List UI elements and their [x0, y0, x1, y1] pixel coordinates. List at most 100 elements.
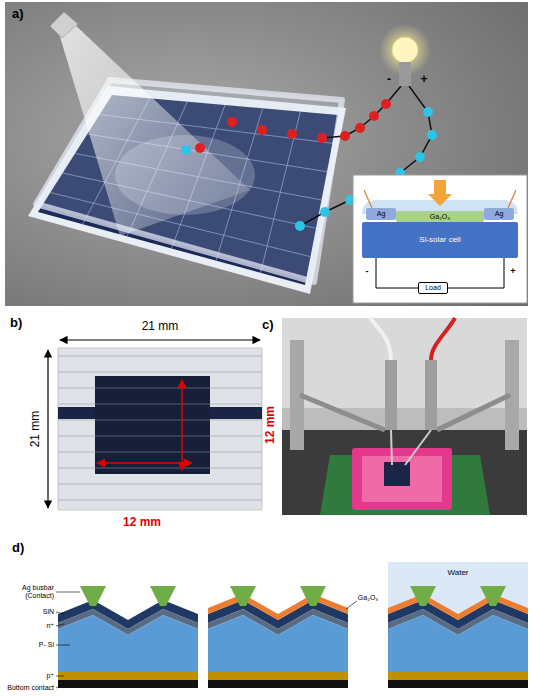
- cable: [370, 318, 391, 360]
- solar-cell-box: Si-solar cell: [362, 222, 518, 258]
- light-bulb: [392, 37, 418, 63]
- wire: [322, 86, 401, 138]
- layer-label: Ag busbar (Contact): [12, 584, 54, 599]
- finger-lines: [58, 356, 262, 500]
- panel-label: d): [12, 541, 24, 555]
- inset-box: [353, 175, 527, 303]
- polarity-sign: -: [366, 267, 369, 277]
- contact-wire: [508, 190, 516, 208]
- electron: [340, 131, 350, 141]
- hole: [423, 107, 433, 117]
- light-beam: [58, 22, 250, 236]
- sample-holder-inner: [362, 456, 442, 502]
- leader-lines: [56, 592, 357, 688]
- leader-line: [56, 624, 64, 626]
- dimension-arrow: [181, 380, 183, 470]
- panel-background: [5, 2, 528, 306]
- layer-label: Bottom contact: [7, 684, 54, 692]
- circuit-wire: [448, 258, 504, 288]
- contact-wire: [364, 190, 372, 208]
- dimension-label: 21 mm: [29, 411, 42, 448]
- layer-stack: [388, 600, 528, 688]
- sample-cell: [384, 462, 410, 486]
- hole: [427, 130, 437, 140]
- ag-contacts: [80, 586, 176, 606]
- panel-label: b): [10, 316, 22, 330]
- circuit-wire: [376, 258, 418, 288]
- electron: [257, 125, 267, 135]
- dimension-arrow: [60, 339, 260, 340]
- electron: [355, 123, 365, 133]
- leader-line: [56, 612, 64, 614]
- photo-wall: [282, 318, 527, 408]
- electron: [227, 117, 237, 127]
- polarity-sign: +: [420, 73, 427, 86]
- active-area: [95, 376, 210, 474]
- hole: [415, 152, 425, 162]
- leader-line: [56, 684, 64, 688]
- leader-line: [56, 592, 80, 593]
- electron-balls: [195, 99, 391, 153]
- polarity-sign: -: [387, 73, 391, 86]
- electron: [317, 133, 327, 143]
- ag-contact-box: Ag: [366, 208, 396, 220]
- probe-arm: [437, 395, 510, 430]
- bulb-base: [399, 62, 411, 86]
- hole: [181, 145, 191, 155]
- cable: [431, 318, 455, 360]
- busbar: [210, 407, 262, 419]
- hole: [295, 221, 305, 231]
- probe-holder: [425, 360, 437, 430]
- electron: [195, 143, 205, 153]
- node-text: Ag: [495, 210, 504, 218]
- node-text: Ag: [377, 210, 386, 218]
- polarity-sign: +: [510, 267, 515, 277]
- bench: [282, 430, 527, 515]
- panel-label: c): [262, 318, 274, 332]
- node-text: Load: [425, 284, 441, 292]
- leader-line: [56, 645, 70, 646]
- probe-arm: [300, 395, 385, 430]
- dimension-label: 12 mm: [123, 516, 161, 529]
- electron: [287, 129, 297, 139]
- node-text: Ga₂O₃: [430, 213, 450, 221]
- water-region-box: Water: [388, 562, 528, 584]
- ag-contacts: [410, 586, 506, 606]
- panel-label: a): [12, 7, 24, 21]
- layer-label: n⁺: [46, 622, 54, 630]
- ag-contact-box: Ag: [484, 208, 514, 220]
- light-arrow: [428, 180, 452, 206]
- layer-label: Ga₂O₃: [358, 594, 378, 602]
- layer-label: P- Si: [39, 641, 54, 649]
- dimension-label: 21 mm: [142, 320, 179, 333]
- lamp: [50, 12, 78, 38]
- dimension-label: 12 mm: [264, 406, 277, 444]
- ga2o3-layer-box: Ga₂O₃: [396, 211, 484, 222]
- ga2o3-layer: [208, 594, 348, 620]
- probe-tip: [405, 430, 431, 465]
- load-box: Load: [418, 282, 448, 294]
- probe-tip: [391, 430, 392, 465]
- leader-line: [56, 676, 64, 677]
- layer-label: p⁺: [46, 672, 54, 680]
- node-text: Water: [447, 569, 468, 578]
- electron: [369, 111, 379, 121]
- leader-line: [346, 601, 357, 609]
- probe-holder: [385, 360, 397, 430]
- sample-photo: [58, 348, 262, 510]
- electron: [381, 99, 391, 109]
- sample-holder: [352, 448, 452, 510]
- dimension-arrow: [97, 462, 192, 464]
- ag-contacts: [230, 586, 326, 606]
- hole: [320, 207, 330, 217]
- node-text: Si-solar cell: [419, 236, 460, 245]
- layer-stack: [58, 600, 198, 688]
- layer-stack: [208, 600, 348, 688]
- dimension-arrow: [47, 350, 48, 508]
- layer-label: SiN: [43, 608, 54, 616]
- setup-photo: [282, 318, 527, 515]
- busbar: [58, 407, 95, 419]
- ga2o3-layer: [388, 594, 528, 620]
